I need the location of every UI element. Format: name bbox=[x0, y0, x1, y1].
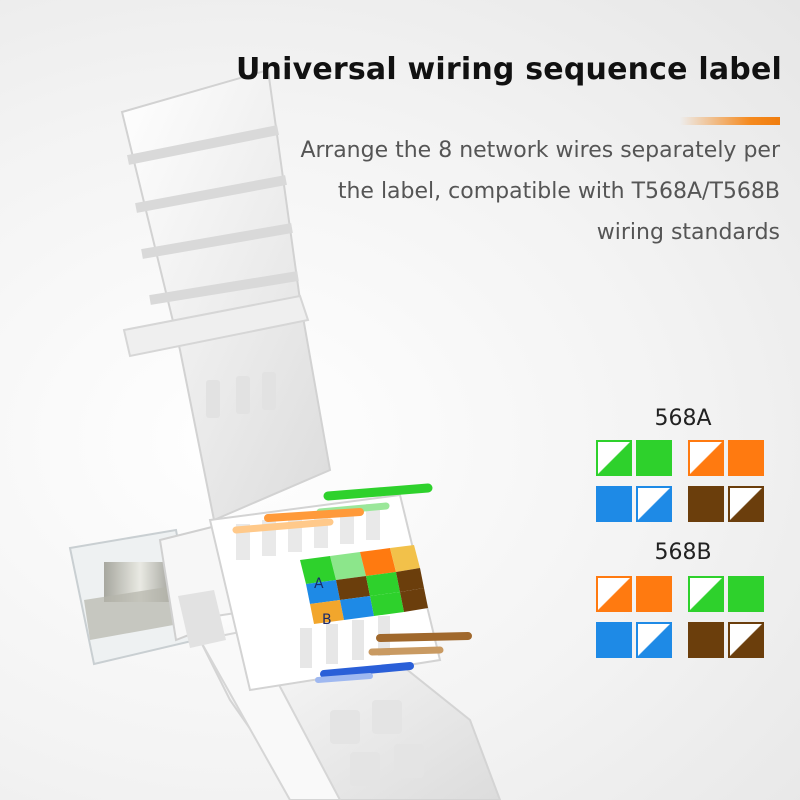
color-label-sticker bbox=[300, 545, 428, 624]
wire-cell-green bbox=[636, 440, 672, 476]
row-b-label: B bbox=[322, 612, 332, 628]
wire-cell-green-white bbox=[596, 440, 632, 476]
wire-cell-green-white bbox=[688, 576, 724, 612]
wire-cell-brown bbox=[688, 622, 724, 658]
description-line: wiring standards bbox=[596, 220, 780, 245]
description-line: the label, compatible with T568A/T568B bbox=[337, 179, 780, 204]
title-accent-line bbox=[680, 117, 780, 125]
wire-cell-orange-white bbox=[596, 576, 632, 612]
housing-fin bbox=[178, 590, 226, 648]
standard-label-568b: 568B bbox=[654, 540, 712, 565]
wire-cell-brown-white bbox=[728, 622, 764, 658]
description: Arrange the 8 network wires separately p… bbox=[220, 130, 780, 253]
wire-cell-blue-white bbox=[636, 486, 672, 522]
network-wires bbox=[232, 483, 472, 683]
boot-slot-2 bbox=[236, 376, 250, 414]
boot-slot-1 bbox=[206, 380, 220, 418]
wire-cell-orange-white bbox=[688, 440, 724, 476]
wire-cell-orange bbox=[636, 576, 672, 612]
color-grid-568a bbox=[596, 440, 770, 526]
description-line: Arrange the 8 network wires separately p… bbox=[300, 138, 780, 163]
wire-cell-green bbox=[728, 576, 764, 612]
standard-label-568a: 568A bbox=[654, 406, 712, 431]
wire-cell-blue bbox=[596, 622, 632, 658]
wire-cell-brown-white bbox=[728, 486, 764, 522]
wire-cell-blue-white bbox=[636, 622, 672, 658]
row-a-label: A bbox=[314, 576, 324, 592]
page-title: Universal wiring sequence label bbox=[235, 52, 782, 87]
wire-cell-brown bbox=[688, 486, 724, 522]
boot-slot-3 bbox=[262, 372, 276, 410]
color-grid-568b bbox=[596, 576, 770, 662]
wire-cell-orange bbox=[728, 440, 764, 476]
strain-relief-boot bbox=[120, 68, 332, 522]
wire-cell-blue bbox=[596, 486, 632, 522]
